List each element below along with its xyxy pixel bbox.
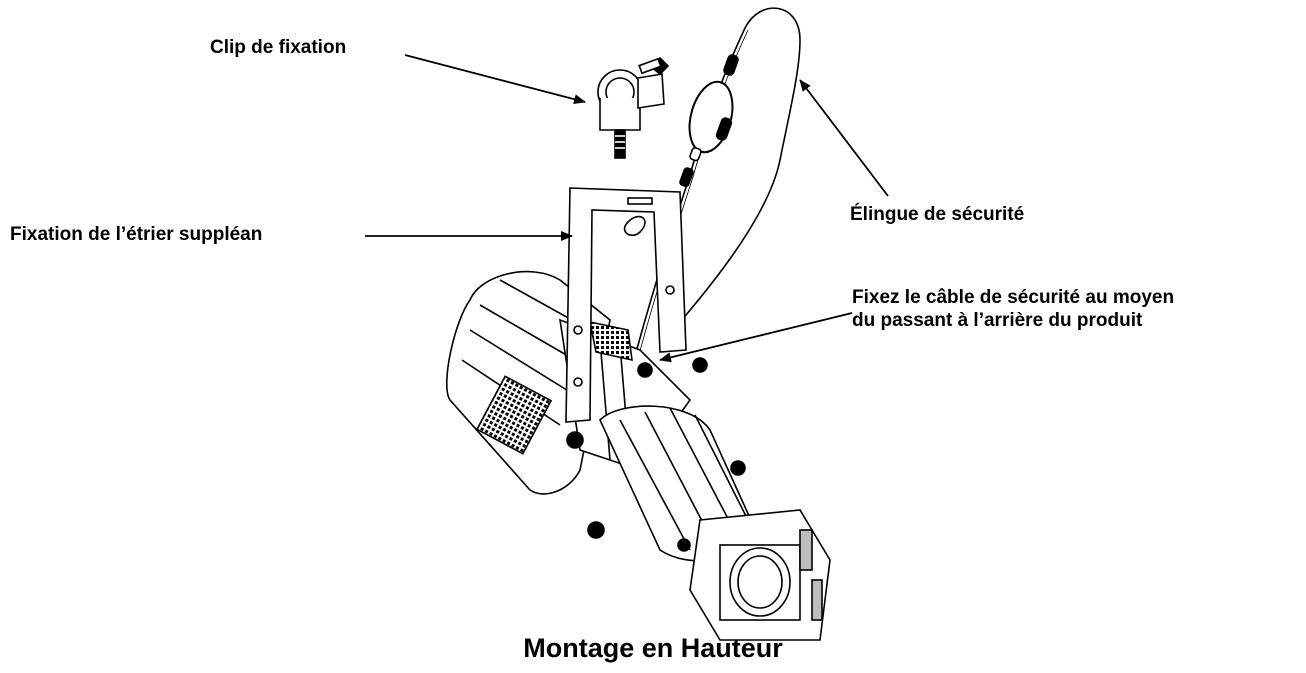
label-mounting-clip: Clip de fixation [210,37,347,58]
fixture-body [446,270,831,641]
mounting-clamp [597,56,670,159]
label-safety-cable-line1: Fixez le câble de sécurité au moyen [852,287,1175,308]
safety-sling [633,7,801,363]
label-safety-cable-line2: du passant à l’arrière du produit [852,310,1143,331]
arrow-clip [404,54,586,105]
label-safety-cable: Fixez le câble de sécurité au moyen du p… [852,286,1174,332]
arrow-cable [659,312,853,363]
arrow-sling [799,79,889,197]
yoke [565,187,687,423]
callout-arrows [365,54,889,363]
label-safety-sling: Élingue de sécurité [850,204,1025,225]
diagram-caption: Montage en Hauteur [523,633,783,663]
label-yoke-mount: Fixation de l’étrier suppléan [10,224,263,245]
